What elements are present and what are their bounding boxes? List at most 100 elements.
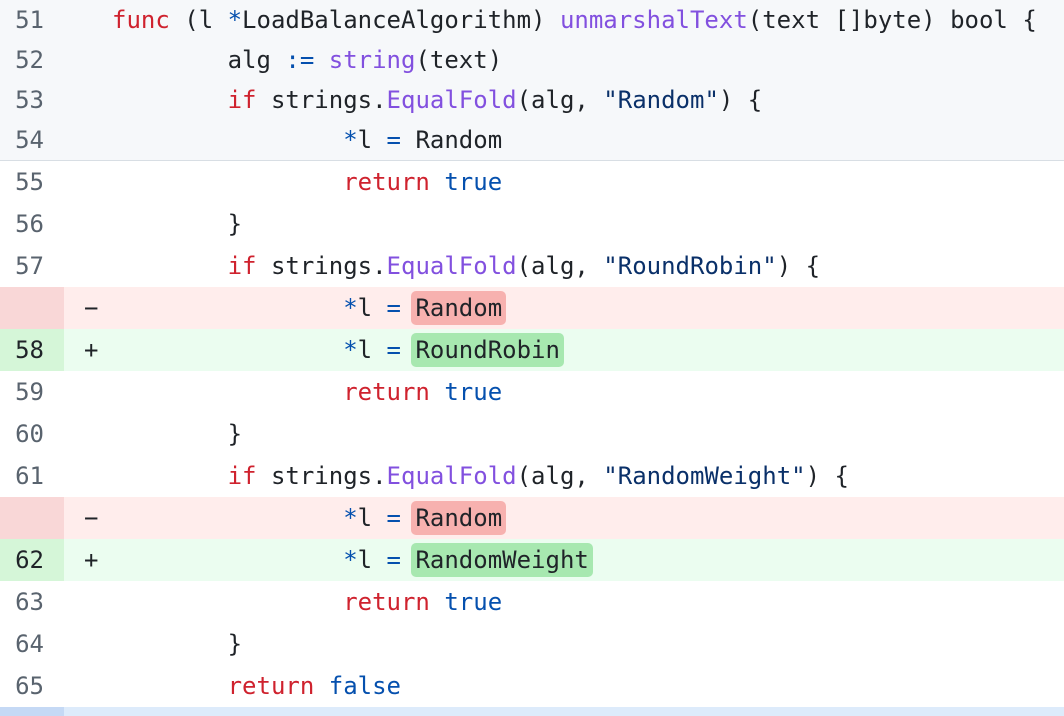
- line-number[interactable]: 62: [0, 539, 64, 581]
- diff-row-context-53: 53 if strings.EqualFold(alg, "Random") {: [0, 80, 1064, 120]
- line-number[interactable]: 63: [15, 588, 44, 616]
- code-line: alg := string(text): [64, 40, 1064, 80]
- changed-word: RoundRobin: [411, 333, 564, 367]
- code-token: (l: [169, 6, 228, 34]
- code-token: "RandomWeight": [603, 462, 806, 490]
- code-token: EqualFold: [386, 252, 517, 280]
- line-number[interactable]: 59: [15, 378, 44, 406]
- code-token: if: [227, 252, 257, 280]
- code-token: "RoundRobin": [603, 252, 777, 280]
- diff-row-context-61: 61 if strings.EqualFold(alg, "RandomWeig…: [0, 455, 1064, 497]
- line-number[interactable]: 61: [15, 462, 44, 490]
- line-number[interactable]: 52: [15, 46, 44, 74]
- code-token: *: [343, 126, 358, 154]
- code-line: − *l = Random: [64, 287, 1064, 329]
- code-line: return false: [64, 665, 1064, 707]
- expand-hunk-gutter[interactable]: [0, 707, 64, 716]
- diff-row-context-51: 51 func (l *LoadBalanceAlgorithm) unmarsh…: [0, 0, 1064, 40]
- code-token: l: [357, 336, 387, 364]
- code-token: [112, 294, 343, 322]
- code-token: return: [227, 672, 315, 700]
- line-number[interactable]: 55: [15, 168, 44, 196]
- code-token: true: [444, 378, 503, 406]
- code-token: [112, 86, 228, 114]
- code-token: *: [343, 504, 358, 532]
- code-token: (text []byte) bool {: [747, 6, 1037, 34]
- code-text: }: [112, 210, 242, 238]
- code-text: if strings.EqualFold(alg, "RoundRobin") …: [112, 252, 820, 280]
- code-line: }: [64, 623, 1064, 665]
- code-text: alg := string(text): [112, 46, 503, 74]
- code-text: }: [112, 630, 242, 658]
- line-number[interactable]: 57: [15, 252, 44, 280]
- diff-marker: −: [84, 504, 99, 532]
- diff-row-add-58: 58+ *l = RoundRobin: [0, 329, 1064, 371]
- code-line: if strings.EqualFold(alg, "RoundRobin") …: [64, 245, 1064, 287]
- line-number[interactable]: 58: [0, 329, 64, 371]
- code-token: Random: [401, 126, 503, 154]
- expanded-context-section: 51 func (l *LoadBalanceAlgorithm) unmarsh…: [0, 0, 1064, 161]
- code-text: *l = Random: [112, 291, 507, 325]
- line-number[interactable]: 60: [15, 420, 44, 448]
- diff-row-context-57: 57 if strings.EqualFold(alg, "RoundRobin…: [0, 245, 1064, 287]
- code-token: l: [357, 546, 387, 574]
- code-token: ) {: [718, 86, 763, 114]
- code-token: [112, 588, 343, 616]
- line-number[interactable]: [0, 497, 64, 539]
- code-token: *: [343, 546, 358, 574]
- code-token: [112, 336, 343, 364]
- code-token: true: [444, 588, 503, 616]
- diff-row-add-62: 62+ *l = RandomWeight: [0, 539, 1064, 581]
- code-token: EqualFold: [386, 462, 517, 490]
- code-token: [112, 378, 343, 406]
- code-token: [112, 672, 228, 700]
- line-number[interactable]: 51: [15, 6, 44, 34]
- code-token: l: [357, 126, 387, 154]
- code-text: if strings.EqualFold(alg, "Random") {: [112, 86, 763, 114]
- code-token: [112, 462, 228, 490]
- diff-marker: +: [84, 546, 99, 574]
- code-token: [430, 588, 444, 616]
- code-token: l: [357, 294, 387, 322]
- expand-hunk-row[interactable]: [0, 707, 1064, 716]
- code-token: [112, 168, 343, 196]
- code-token: false: [328, 672, 401, 700]
- code-text: return false: [112, 672, 401, 700]
- code-token: (alg,: [516, 462, 604, 490]
- code-line: + *l = RandomWeight: [64, 539, 1064, 581]
- line-number[interactable]: 54: [15, 126, 44, 154]
- code-token: if: [227, 462, 257, 490]
- code-token: unmarshalText: [559, 6, 748, 34]
- code-token: EqualFold: [386, 86, 517, 114]
- code-token: [112, 252, 228, 280]
- code-token: }: [112, 630, 243, 658]
- code-token: string: [328, 46, 416, 74]
- line-number[interactable]: 65: [15, 672, 44, 700]
- code-token: (text): [415, 46, 503, 74]
- code-token: l: [357, 504, 387, 532]
- code-token: true: [444, 168, 503, 196]
- line-number[interactable]: [0, 287, 64, 329]
- code-token: LoadBalanceAlgorithm): [242, 6, 560, 34]
- diff-row-context-63: 63 return true: [0, 581, 1064, 623]
- diff-row-context-64: 64 }: [0, 623, 1064, 665]
- code-text: }: [112, 420, 242, 448]
- code-token: [112, 504, 343, 532]
- code-text: func (l *LoadBalanceAlgorithm) unmarshal…: [112, 6, 1037, 34]
- diff-row-context-54: 54 *l = Random: [0, 120, 1064, 160]
- line-number[interactable]: 53: [15, 86, 44, 114]
- code-token: [112, 546, 343, 574]
- code-token: =: [386, 126, 401, 154]
- diff-row-context-65: 65 return false: [0, 665, 1064, 707]
- code-line: *l = Random: [64, 120, 1064, 160]
- diff-marker: +: [84, 336, 99, 364]
- line-number[interactable]: 64: [15, 630, 44, 658]
- line-number[interactable]: 56: [15, 210, 44, 238]
- diff-marker: −: [84, 294, 99, 322]
- code-line: return true: [64, 161, 1064, 203]
- code-token: strings.: [256, 86, 387, 114]
- code-token: *: [343, 336, 358, 364]
- code-token: ) {: [805, 462, 849, 490]
- code-line: func (l *LoadBalanceAlgorithm) unmarshal…: [64, 0, 1064, 40]
- changed-word: Random: [411, 501, 507, 535]
